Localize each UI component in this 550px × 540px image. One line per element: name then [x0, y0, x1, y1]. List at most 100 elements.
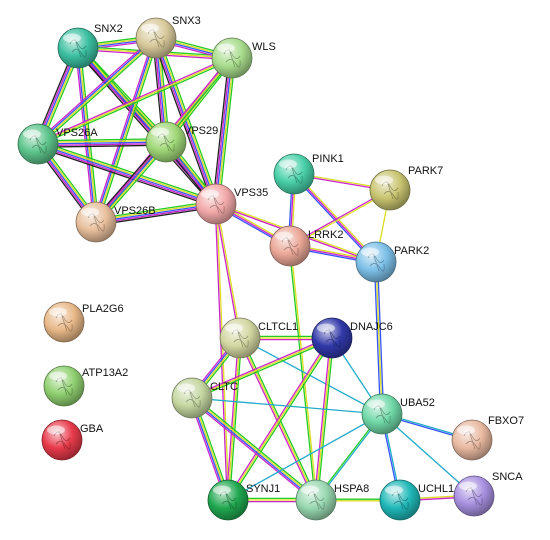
- node-fbxo7[interactable]: FBXO7: [451, 415, 524, 461]
- edge-strand: [94, 37, 156, 223]
- edge-strand: [218, 57, 236, 206]
- node-vps35[interactable]: VPS35: [195, 183, 268, 225]
- edge-strand: [37, 143, 217, 205]
- edge-dnajc6-cltc: [190, 335, 334, 401]
- node-label: PINK1: [312, 153, 344, 165]
- node-park2[interactable]: PARK2: [355, 241, 429, 283]
- edge-strand: [96, 37, 158, 223]
- node-wls[interactable]: WLS: [211, 37, 276, 79]
- edge-strand: [95, 206, 218, 226]
- node-park7[interactable]: PARK7: [369, 165, 443, 211]
- node-vps29[interactable]: VPS29: [145, 121, 218, 163]
- node-highlight: [385, 485, 403, 495]
- node-cltc[interactable]: CLTC: [171, 377, 238, 419]
- edge-strand: [190, 335, 333, 398]
- node-vps26b[interactable]: VPS26B: [75, 201, 156, 243]
- node-uchl1[interactable]: UCHL1: [379, 479, 454, 521]
- edge-strand: [288, 245, 316, 501]
- edge-strand: [37, 142, 167, 147]
- node-label: UCHL1: [418, 483, 454, 495]
- edge-strand: [192, 395, 319, 499]
- node-label: PLA2G6: [82, 303, 124, 315]
- edge-strand: [313, 337, 332, 501]
- node-highlight: [361, 247, 379, 257]
- node-snca[interactable]: SNCA: [453, 471, 523, 517]
- node-uba52[interactable]: UBA52: [361, 393, 435, 435]
- edge-strand: [227, 337, 241, 501]
- node-label: SNX3: [172, 15, 201, 27]
- edge-strand: [216, 203, 230, 501]
- edge-strand: [215, 57, 233, 205]
- edge-strand: [38, 140, 218, 202]
- node-highlight: [317, 323, 335, 333]
- node-label: ATP13A2: [82, 367, 128, 379]
- node-synj1[interactable]: SYNJ1: [207, 479, 280, 521]
- edge-strand: [225, 336, 332, 500]
- edge-cltc-hspa8: [189, 395, 319, 503]
- edge-strand: [227, 337, 333, 501]
- edge-strand: [191, 337, 333, 399]
- node-highlight: [301, 485, 319, 495]
- node-highlight: [177, 383, 195, 393]
- node-label: PARK7: [408, 165, 443, 177]
- node-pla2g6[interactable]: PLA2G6: [43, 301, 124, 343]
- node-label: CLTCL1: [258, 321, 298, 333]
- node-highlight: [375, 175, 393, 185]
- node-highlight: [23, 129, 41, 139]
- node-highlight: [49, 371, 67, 381]
- node-highlight: [459, 481, 477, 491]
- node-snx3[interactable]: SNX3: [135, 15, 201, 59]
- edge-strand: [37, 139, 167, 144]
- node-vps26a[interactable]: VPS26A: [17, 123, 98, 165]
- node-highlight: [81, 207, 99, 217]
- edge-strand: [93, 36, 155, 222]
- node-label: WLS: [252, 41, 276, 53]
- edge-strand: [78, 47, 98, 223]
- edge-strand: [191, 338, 334, 401]
- edge-uba52-synj1: [227, 413, 383, 501]
- edge-strand: [239, 337, 383, 415]
- edge-strand: [74, 47, 95, 223]
- node-label: UBA52: [400, 397, 435, 409]
- edge-dnajc6-synj1: [225, 336, 335, 502]
- edge-snx2-vps26b: [74, 47, 100, 223]
- edge-strand: [38, 39, 159, 147]
- edge-park2-uba52: [373, 261, 385, 415]
- node-label: VPS35: [234, 187, 268, 199]
- node-label: VPS26B: [114, 205, 156, 217]
- node-label: SNX2: [94, 23, 123, 35]
- edge-vps26a-vps35: [36, 140, 218, 208]
- edge-strand: [240, 336, 319, 500]
- node-label: VPS26A: [56, 127, 98, 139]
- edge-strand: [375, 261, 383, 415]
- node-highlight: [275, 231, 293, 241]
- node-highlight: [213, 485, 231, 495]
- edge-cltcl1-synj1: [225, 337, 243, 501]
- node-highlight: [201, 189, 219, 199]
- edge-strand: [216, 57, 235, 205]
- edge-lrrk2-hspa8: [288, 245, 318, 501]
- edge-strand: [216, 203, 242, 339]
- edge-dnajc6-hspa8: [313, 337, 335, 501]
- node-lrrk2[interactable]: LRRK2: [269, 225, 343, 267]
- edge-strand: [35, 35, 156, 143]
- node-cltcl1[interactable]: CLTCL1: [219, 317, 298, 359]
- edge-snx3-vps26b: [93, 36, 159, 224]
- edge-snx3-vps26a: [35, 35, 159, 147]
- node-label: LRRK2: [308, 229, 343, 241]
- edge-strand: [214, 203, 240, 339]
- node-gba[interactable]: GBA: [41, 419, 104, 461]
- node-highlight: [225, 323, 243, 333]
- node-pink1[interactable]: PINK1: [273, 153, 344, 195]
- edge-strand: [228, 337, 243, 501]
- node-atp13a2[interactable]: ATP13A2: [43, 365, 128, 407]
- edge-strand: [191, 397, 383, 415]
- node-dnajc6[interactable]: DNAJC6: [311, 317, 393, 359]
- node-snx2[interactable]: SNX2: [57, 23, 123, 69]
- node-hspa8[interactable]: HSPA8: [295, 479, 369, 521]
- edges-layer: [34, 34, 475, 503]
- edge-strand: [373, 261, 382, 415]
- edge-uba52-snca: [381, 413, 475, 497]
